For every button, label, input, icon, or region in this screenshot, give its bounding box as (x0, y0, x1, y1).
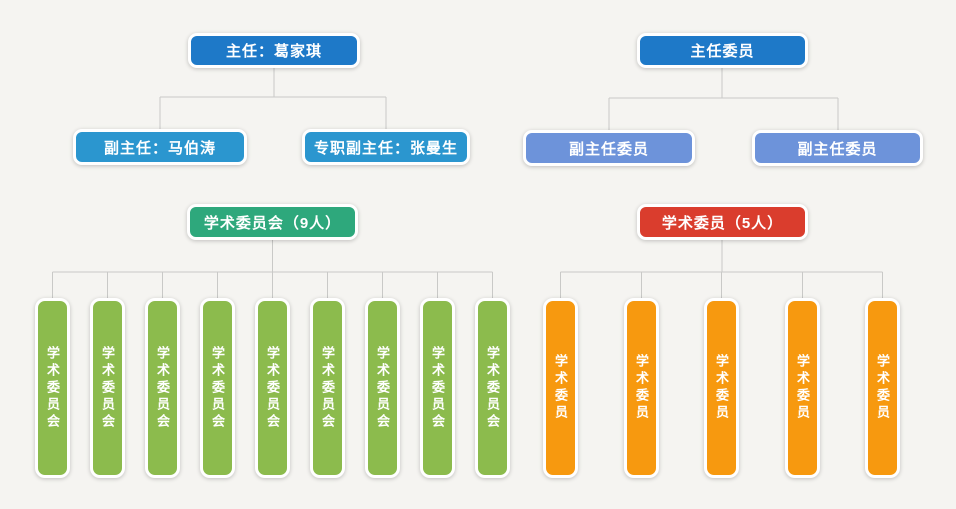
committee-member-box-9[interactable]: 学术委员会 (475, 298, 510, 478)
committee-member-box-3[interactable]: 学术委员会 (145, 298, 180, 478)
academic-member-box-4[interactable]: 学术委员 (785, 298, 820, 478)
committee-member-label: 学术委员会 (45, 345, 60, 431)
academic-member-box-5[interactable]: 学术委员 (865, 298, 900, 478)
node-vice-chief-member-2[interactable]: 副主任委员 (752, 130, 923, 166)
committee-member-label: 学术委员会 (375, 345, 390, 431)
node-academic-committee-header[interactable]: 学术委员会（9人） (187, 204, 358, 240)
committee-member-label: 学术委员会 (320, 345, 335, 431)
committee-member-box-7[interactable]: 学术委员会 (365, 298, 400, 478)
academic-member-box-2[interactable]: 学术委员 (624, 298, 659, 478)
node-chief-member-label: 主任委员 (690, 43, 755, 60)
node-deputy-director-2[interactable]: 专职副主任：张曼生 (302, 129, 470, 165)
committee-member-box-6[interactable]: 学术委员会 (310, 298, 345, 478)
committee-member-label: 学术委员会 (430, 345, 445, 431)
committee-member-box-4[interactable]: 学术委员会 (200, 298, 235, 478)
academic-member-label: 学术委员 (714, 354, 729, 422)
node-deputy-director-1[interactable]: 副主任：马伯涛 (73, 129, 247, 165)
node-academic-member-header[interactable]: 学术委员（5人） (637, 204, 808, 240)
committee-member-box-8[interactable]: 学术委员会 (420, 298, 455, 478)
committee-member-box-1[interactable]: 学术委员会 (35, 298, 70, 478)
node-vice-chief-member-1-label: 副主任委员 (568, 140, 649, 158)
academic-member-label: 学术委员 (875, 354, 890, 422)
node-deputy-director-1-label: 副主任：马伯涛 (103, 139, 216, 157)
node-chief-member[interactable]: 主任委员 (637, 33, 808, 68)
node-academic-member-header-label: 学术委员（5人） (661, 214, 784, 232)
committee-member-label: 学术委员会 (485, 345, 500, 431)
node-academic-committee-header-label: 学术委员会（9人） (203, 214, 342, 232)
committee-member-box-2[interactable]: 学术委员会 (90, 298, 125, 478)
committee-member-label: 学术委员会 (100, 345, 115, 431)
academic-member-label: 学术委员 (553, 354, 568, 422)
committee-member-label: 学术委员会 (210, 345, 225, 431)
committee-member-box-5[interactable]: 学术委员会 (255, 298, 290, 478)
academic-member-box-3[interactable]: 学术委员 (704, 298, 739, 478)
node-vice-chief-member-1[interactable]: 副主任委员 (523, 130, 695, 166)
academic-member-box-1[interactable]: 学术委员 (543, 298, 578, 478)
node-director-label: 主任：葛家琪 (225, 43, 322, 60)
committee-member-label: 学术委员会 (265, 345, 280, 431)
node-director[interactable]: 主任：葛家琪 (188, 33, 360, 68)
academic-member-label: 学术委员 (795, 354, 810, 422)
committee-member-label: 学术委员会 (155, 345, 170, 431)
node-vice-chief-member-2-label: 副主任委员 (797, 140, 878, 158)
academic-member-label: 学术委员 (634, 354, 649, 422)
node-deputy-director-2-label: 专职副主任：张曼生 (313, 139, 458, 157)
